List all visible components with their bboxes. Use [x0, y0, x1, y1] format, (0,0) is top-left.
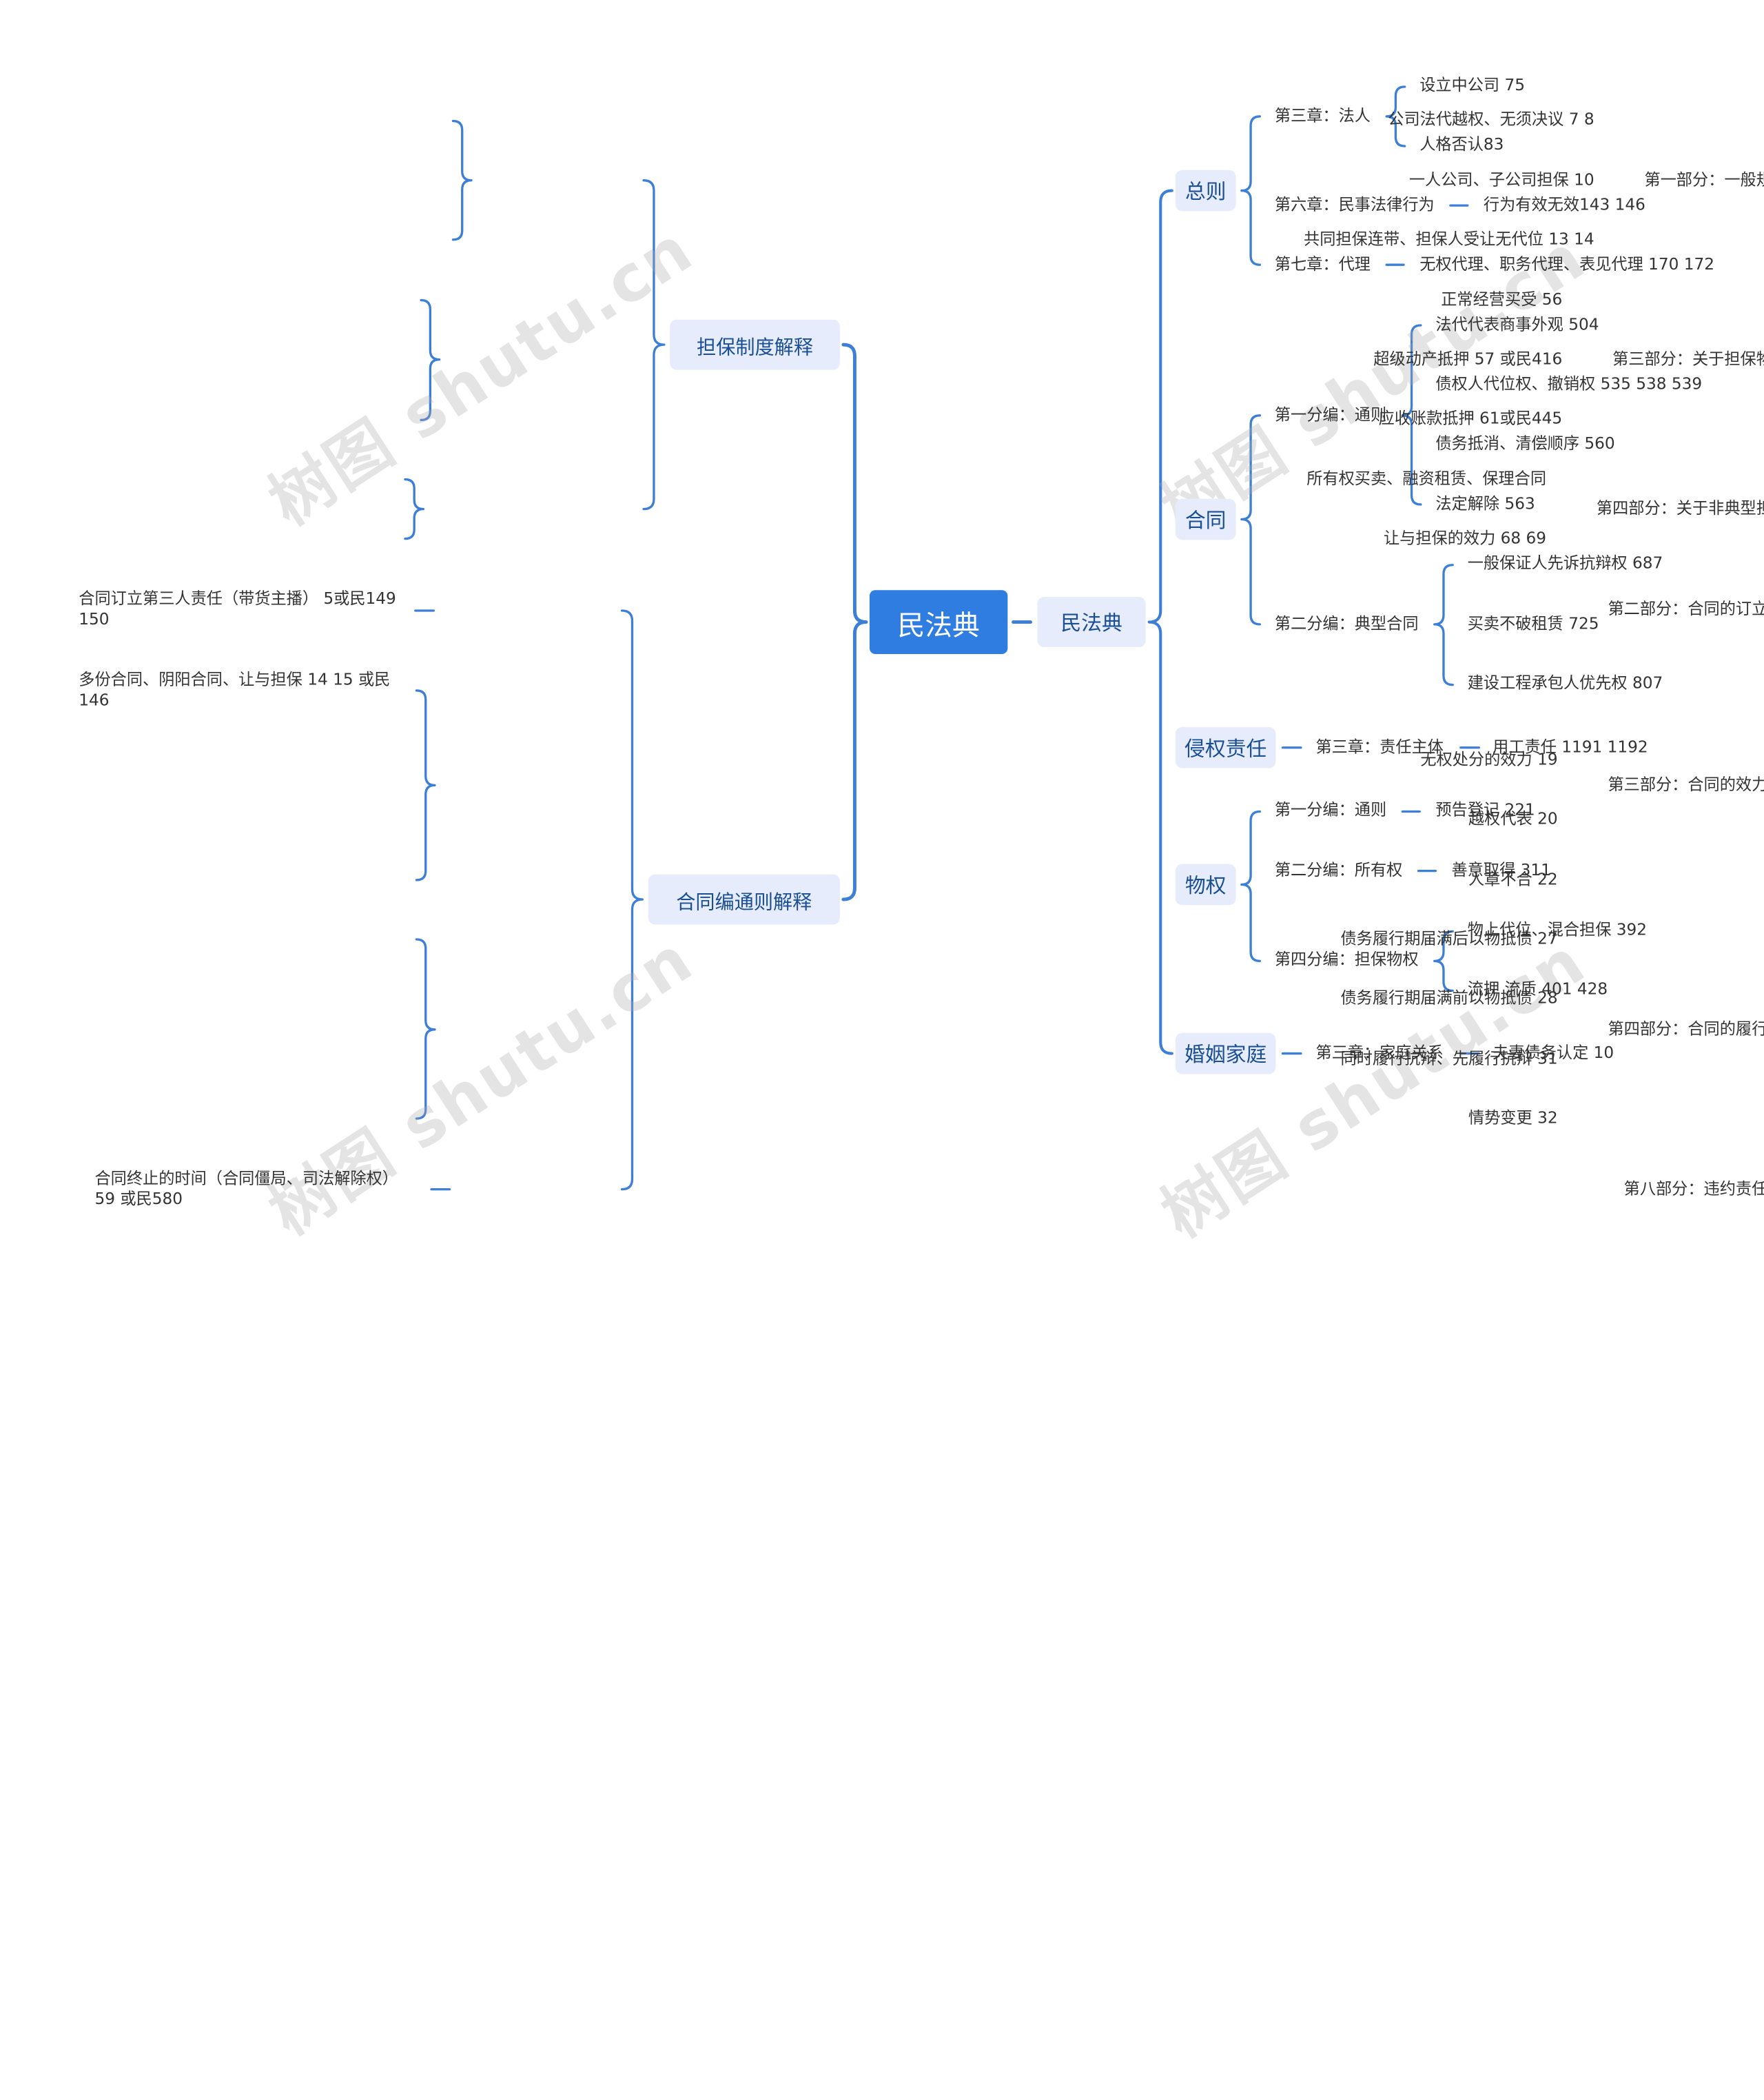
connector: [415, 938, 436, 1120]
leaf-item: 共同担保连带、担保人受让无代位 13 14: [1304, 230, 1594, 249]
leaf-item: 合同订立第三人责任（带货主播） 5或民149 150: [79, 590, 396, 629]
node-part3-security[interactable]: 第三部分：关于担保物权: [1612, 350, 1764, 369]
leaf-item: 合同终止的时间（合同僵局、司法解除权） 59 或民580: [94, 1170, 398, 1209]
leaf-item: 法代代表商事外观 504: [1435, 316, 1599, 335]
node-guarantee[interactable]: 担保制度解释: [670, 319, 840, 370]
connector: [1433, 930, 1454, 992]
node-sub4-security-rights[interactable]: 第四分编：担保物权: [1274, 950, 1419, 970]
leaf-item: 无权处分的效力 19: [1420, 751, 1558, 770]
connector: [451, 119, 473, 241]
root-node[interactable]: 民法典: [869, 590, 1008, 654]
leaf-item: 同时履行抗辩、先履行抗辩 31: [1340, 1050, 1558, 1069]
connector: [1401, 324, 1422, 506]
node-ch7-agency[interactable]: 第七章：代理: [1274, 255, 1371, 274]
leaf-item: 公司法代越权、无须决议 7 8: [1388, 110, 1594, 130]
leaf-item: 应收账款抵押 61或民445: [1378, 409, 1563, 429]
node-contract-interpretation[interactable]: 合同编通则解释: [648, 874, 840, 925]
leaf-item: 情势变更 32: [1468, 1109, 1558, 1128]
connector: [642, 179, 666, 511]
node-part3-validity[interactable]: 第三部分：合同的效力: [1608, 776, 1764, 795]
leaf-item: 所有权买卖、融资租赁、保理合同: [1306, 470, 1547, 489]
node-part2-formation[interactable]: 第二部分：合同的订立: [1608, 600, 1764, 619]
connector: [1147, 189, 1173, 1055]
node-sub1-property-general[interactable]: 第一分编：通则: [1274, 801, 1387, 820]
leaf-item: 建设工程承包人优先权 807: [1467, 674, 1663, 693]
node-family[interactable]: 婚姻家庭: [1175, 1032, 1276, 1074]
connector: [1240, 810, 1261, 963]
node-ch3-liable-party[interactable]: 第三章：责任主体: [1315, 738, 1444, 757]
leaf-item: 流押 流质 401 428: [1467, 980, 1608, 999]
leaf-item: 让与担保的效力 68 69: [1383, 529, 1547, 548]
leaf-item: 预告登记 221: [1435, 801, 1535, 820]
node-sub2-typical[interactable]: 第二分编：典型合同: [1274, 615, 1419, 634]
leaf-item: 债务抵消、清偿顺序 560: [1435, 434, 1615, 453]
node-ch6-legal-act[interactable]: 第六章：民事法律行为: [1274, 196, 1435, 215]
leaf-item: 人格否认83: [1419, 136, 1504, 154]
connector: [620, 609, 644, 1191]
leaf-item: 一人公司、子公司担保 10: [1408, 171, 1594, 190]
node-part1-general[interactable]: 第一部分：一般规定: [1644, 171, 1764, 190]
connector: [1240, 414, 1261, 626]
node-sub2-ownership[interactable]: 第二分编：所有权: [1274, 862, 1403, 880]
leaf-item: 买卖不破租赁 725: [1467, 615, 1599, 634]
leaf-item: 物上代位、混合担保 392: [1467, 921, 1648, 939]
leaf-item: 超级动产抵押 57 或民416: [1373, 350, 1563, 369]
connector: [1433, 564, 1454, 686]
node-part4-performance[interactable]: 第四部分：合同的履行: [1608, 1020, 1764, 1039]
node-part8-liability[interactable]: 第八部分：违约责任: [1623, 1180, 1764, 1199]
right-hub-node[interactable]: 民法典: [1037, 597, 1146, 648]
leaf-item: 债务履行期届满前以物抵债 28: [1340, 989, 1558, 1008]
node-part4-atypical[interactable]: 第四部分：关于非典型担保: [1596, 500, 1764, 518]
leaf-item: 正常经营买受 56: [1441, 291, 1563, 309]
leaf-item: 债务履行期届满后以物抵债 27: [1340, 930, 1558, 949]
leaf-item: 法定解除 563: [1435, 495, 1535, 514]
connector: [420, 298, 441, 422]
leaf-item: 善意取得 311: [1451, 862, 1551, 880]
leaf-item: 设立中公司 75: [1419, 76, 1525, 95]
leaf-item: 越权代表 20: [1468, 810, 1558, 829]
node-tort[interactable]: 侵权责任: [1175, 726, 1276, 768]
leaf-item: 夫妻债务认定 10: [1493, 1044, 1614, 1063]
leaf-item: 无权代理、职务代理、表见代理 170 172: [1419, 255, 1715, 274]
node-sub1-general[interactable]: 第一分编：通则: [1274, 406, 1387, 425]
leaf-item: 行为有效无效143 146: [1483, 196, 1645, 215]
node-contract[interactable]: 合同: [1175, 498, 1236, 540]
leaf-item: 多份合同、阴阳合同、让与担保 14 15 或民146: [79, 671, 391, 711]
connector-lines: [404, 85, 1480, 1191]
connector: [415, 689, 436, 881]
connector: [1385, 85, 1406, 147]
leaf-item: 人章不合 22: [1468, 870, 1558, 890]
leaf-item: 一般保证人先诉抗辩权 687: [1467, 554, 1663, 573]
node-general[interactable]: 总则: [1175, 170, 1236, 212]
node-ch3-legal-person[interactable]: 第三章：法人: [1274, 107, 1371, 126]
node-ch3-family-relations[interactable]: 第三章：家庭关系: [1315, 1044, 1444, 1063]
connector: [404, 478, 425, 540]
leaf-item: 债权人代位权、撤销权 535 538 539: [1435, 375, 1703, 394]
leaf-item: 用工责任 1191 1192: [1493, 738, 1648, 757]
connector: [841, 343, 868, 901]
node-property[interactable]: 物权: [1175, 864, 1236, 906]
connector: [1240, 115, 1261, 266]
